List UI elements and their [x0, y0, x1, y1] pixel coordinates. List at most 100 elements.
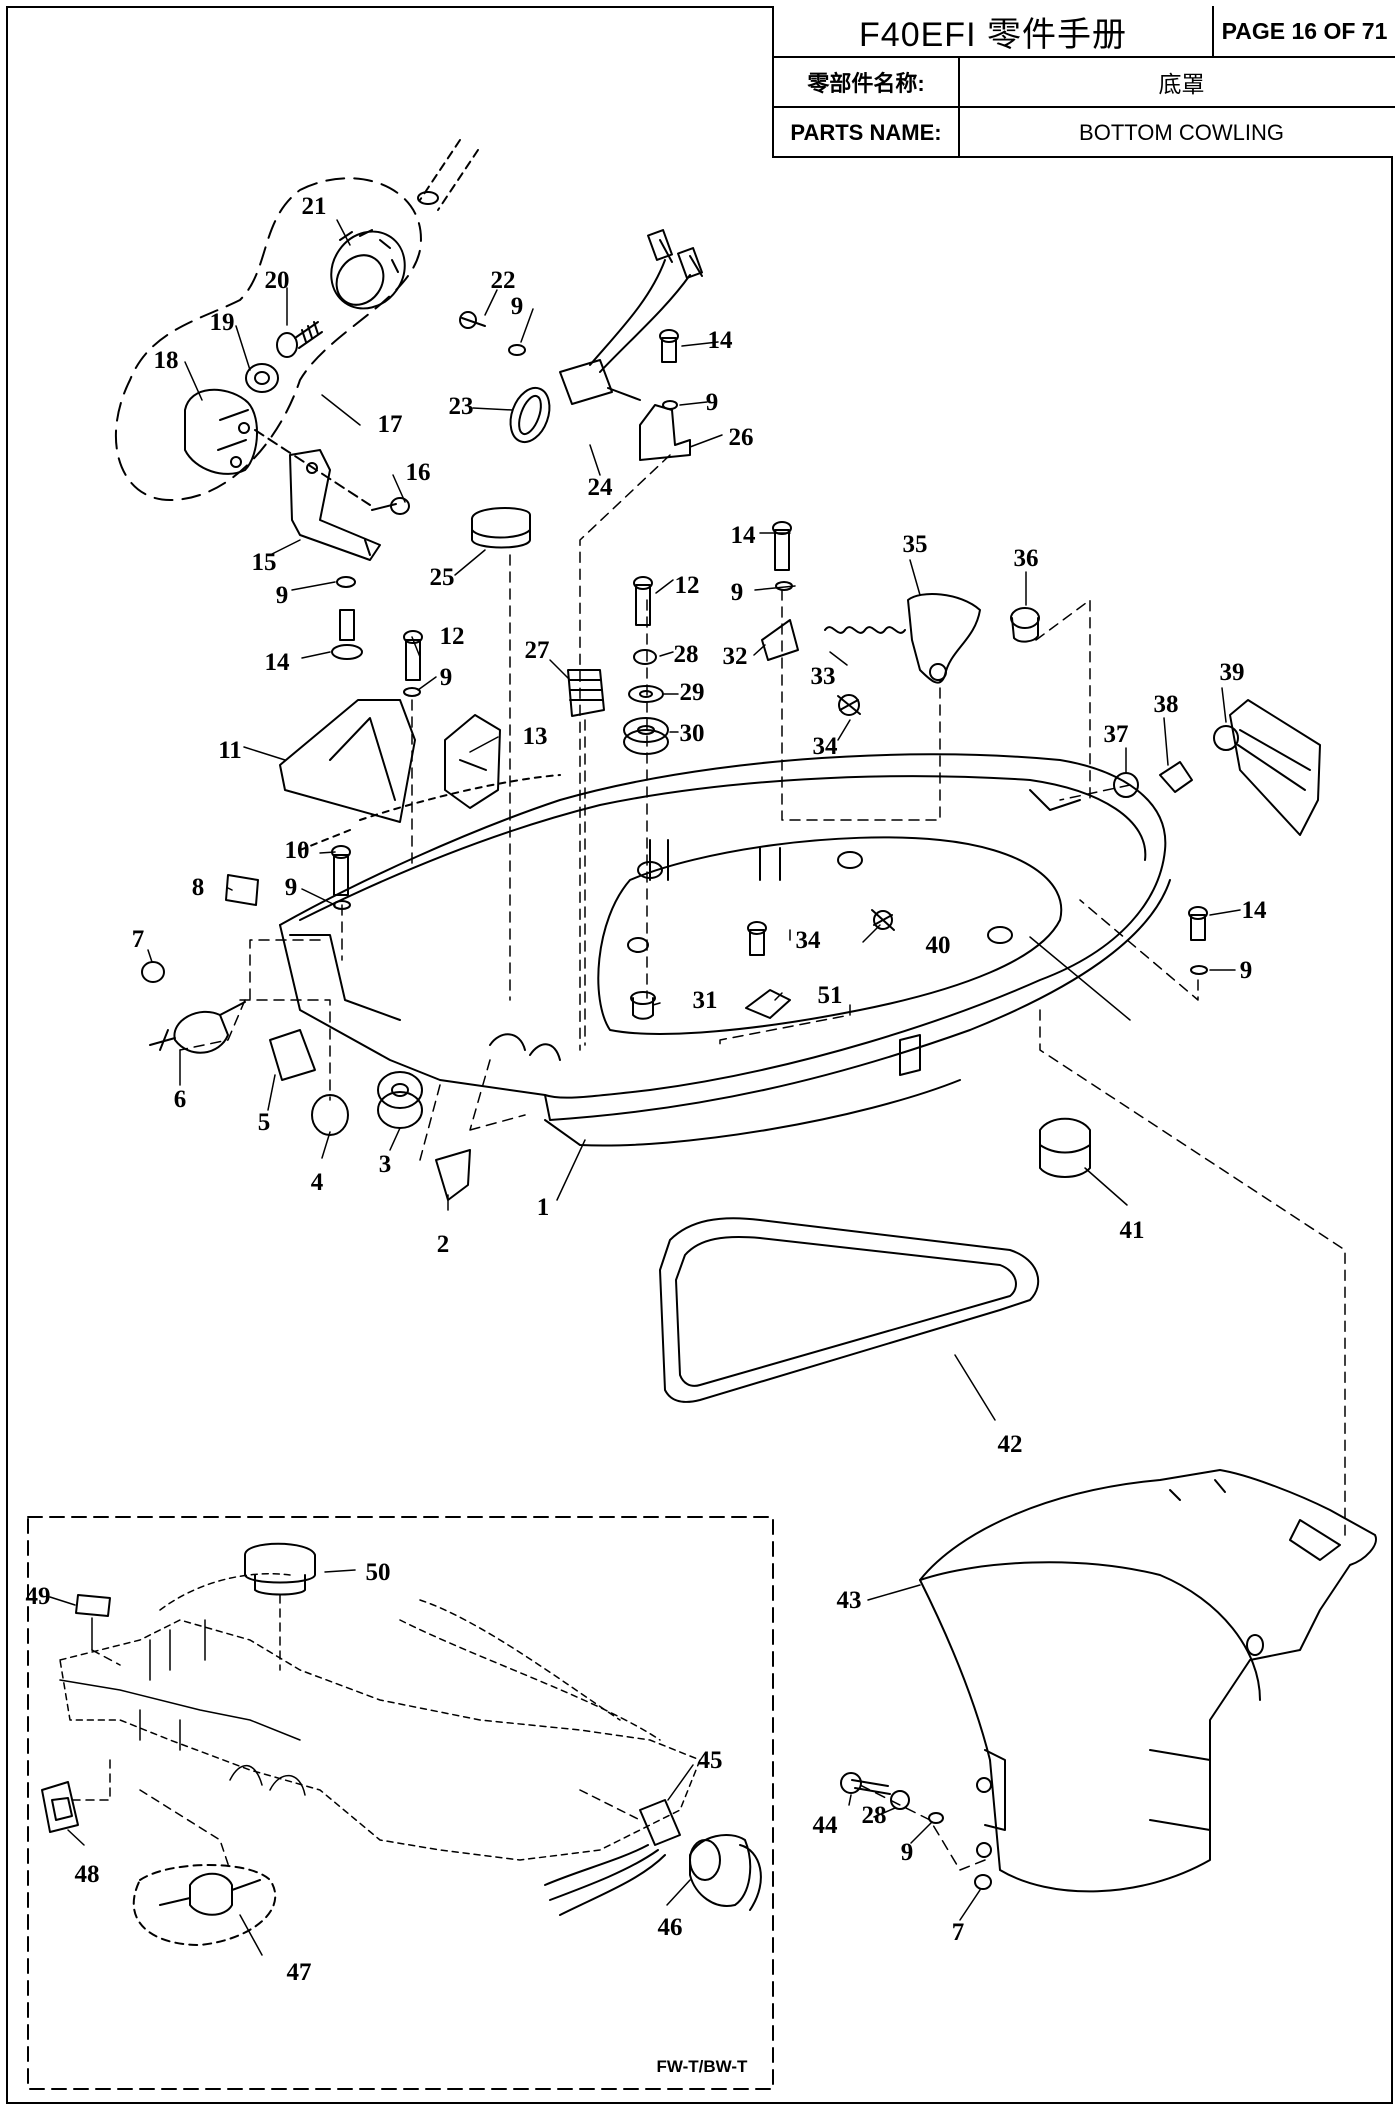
callout-7-left: 7: [132, 926, 145, 953]
callout-1: 1: [537, 1194, 550, 1221]
callout-9-f: 9: [731, 579, 744, 606]
nut-part-37: [1113, 772, 1139, 798]
callout-24: 24: [588, 474, 614, 501]
tag-part-49: [75, 1594, 111, 1617]
spring-part-33: [824, 626, 906, 634]
lower-cowling-part-43: [919, 1469, 1377, 1893]
callout-18: 18: [154, 347, 179, 374]
washer-part-29: [628, 685, 664, 703]
callout-19: 19: [210, 309, 235, 336]
callout-21: 21: [302, 193, 327, 220]
callout-46: 46: [658, 1914, 683, 1941]
cap-part-4: [311, 1094, 349, 1136]
callout-9-h: 9: [901, 1839, 914, 1866]
callout-9-b: 9: [706, 389, 719, 416]
callout-14-d: 14: [1242, 897, 1268, 924]
callout-30: 30: [680, 720, 705, 747]
alignment-lines: [179, 454, 1346, 1871]
shift-cable-end: [417, 139, 479, 211]
seal-ring-part-42: [659, 1217, 1040, 1403]
variant-inset-frame: [27, 1516, 774, 2090]
callout-40: 40: [926, 932, 951, 959]
callout-8: 8: [192, 874, 205, 901]
mount-part-30: [623, 717, 669, 755]
callout-37: 37: [1104, 721, 1129, 748]
grommet-part-3: [377, 1071, 423, 1129]
callout-14-c: 14: [731, 522, 757, 549]
page-indicator: PAGE 16 OF 71: [1214, 6, 1395, 58]
grommet-part-5: [269, 1029, 316, 1081]
part-name-cn: 底罩: [960, 58, 1395, 108]
callout-6: 6: [174, 1086, 187, 1113]
callout-39: 39: [1220, 659, 1245, 686]
bracket-part-11: [279, 699, 416, 823]
callout-34-b: 34: [796, 927, 822, 954]
callout-5: 5: [258, 1109, 271, 1136]
callout-12-b: 12: [675, 572, 700, 599]
clip-part-51: [745, 989, 791, 1019]
callout-42: 42: [998, 1431, 1023, 1458]
callout-32: 32: [723, 643, 748, 670]
knob-part-21: [330, 229, 406, 310]
bottom-cowling-part-1: [279, 753, 1171, 1147]
callout-9-d: 9: [276, 582, 289, 609]
group-outline-17: [115, 177, 422, 501]
drawing-frame: [6, 6, 1393, 2104]
bolt-part-16: [371, 497, 410, 515]
tag-part-8: [225, 874, 259, 906]
callout-51: 51: [818, 982, 843, 1009]
title-block: F40EFI 零件手册 PAGE 16 OF 71 零部件名称: 底罩 PART…: [772, 6, 1395, 158]
callout-47: 47: [287, 1959, 312, 1986]
nut-part-7-left: [141, 961, 165, 983]
bushing-part-36: [1010, 607, 1040, 643]
callout-9-e: 9: [440, 664, 453, 691]
inset-cowling-view: [59, 1573, 701, 1861]
inset-leader-lines: [49, 1569, 694, 1956]
part-name-en: BOTTOM COWLING: [1079, 120, 1284, 145]
grommet-part-23: [509, 386, 551, 444]
callout-16: 16: [406, 459, 431, 486]
callout-9-a: 9: [285, 874, 298, 901]
callout-43: 43: [837, 1587, 862, 1614]
callout-36: 36: [1014, 545, 1039, 572]
callout-15: 15: [252, 549, 277, 576]
inset-alignment-lines: [69, 1594, 641, 1871]
callout-14-b: 14: [708, 327, 734, 354]
callout-22: 22: [491, 267, 516, 294]
manual-title: F40EFI 零件手册: [774, 6, 1214, 58]
callout-9-g: 9: [1240, 957, 1253, 984]
callout-12-a: 12: [440, 623, 465, 650]
bracket-part-13: [444, 714, 501, 809]
part-name-label-cn: 零部件名称:: [774, 58, 960, 108]
callout-33: 33: [811, 663, 836, 690]
variant-tag: FW-T/BW-T: [657, 2057, 749, 2076]
callout-20: 20: [265, 267, 290, 294]
harness-part-24: [559, 229, 703, 405]
callout-50: 50: [366, 1559, 391, 1586]
callout-4: 4: [311, 1169, 324, 1196]
callout-10: 10: [285, 837, 310, 864]
part-name-label-en: PARTS NAME:: [774, 108, 960, 158]
callout-29: 29: [680, 679, 705, 706]
callout-35: 35: [903, 531, 928, 558]
nut-part-7-right: [974, 1874, 992, 1890]
callout-9-c: 9: [511, 293, 524, 320]
grommet-part-48: [41, 1781, 79, 1833]
bolt-part-14-left: [331, 609, 363, 660]
plug-part-2: [435, 1149, 471, 1201]
lever-part-39: [1213, 699, 1321, 836]
clip-part-38: [1159, 761, 1193, 793]
callout-28-b: 28: [862, 1802, 887, 1829]
grommet-part-46: [689, 1834, 762, 1911]
callout-17: 17: [378, 411, 403, 438]
callout-44: 44: [813, 1812, 839, 1839]
callout-26: 26: [729, 424, 754, 451]
washer-part-19: [245, 363, 279, 393]
callout-28-a: 28: [674, 641, 699, 668]
screw-part-20: [276, 321, 323, 358]
callout-45: 45: [698, 1747, 723, 1774]
callout-2: 2: [437, 1231, 450, 1258]
callout-27: 27: [525, 637, 550, 664]
pin-part-31: [630, 991, 656, 1020]
